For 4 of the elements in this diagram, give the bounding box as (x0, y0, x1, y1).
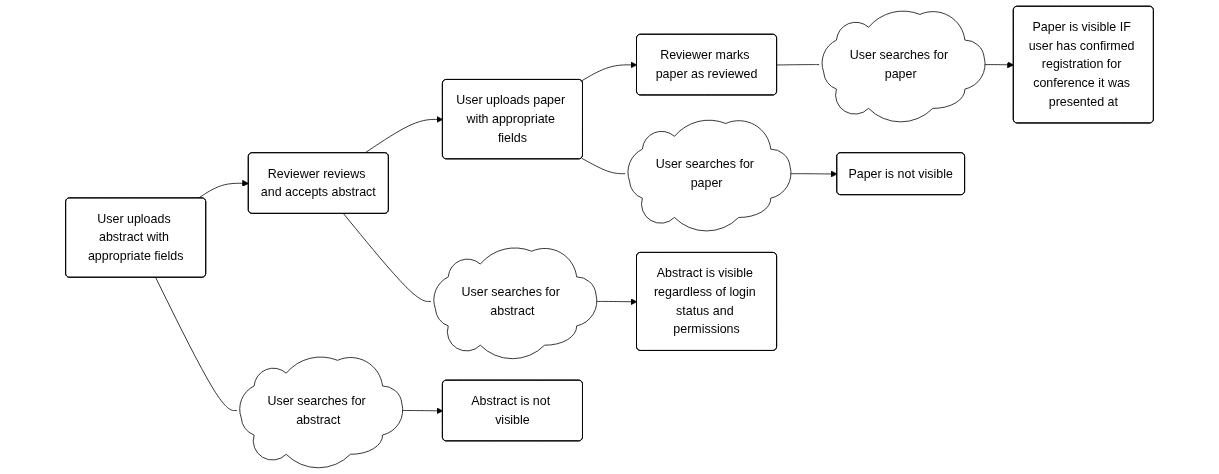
connector (581, 157, 626, 175)
connector (155, 277, 238, 411)
connector (776, 64, 820, 66)
connector (343, 213, 432, 302)
